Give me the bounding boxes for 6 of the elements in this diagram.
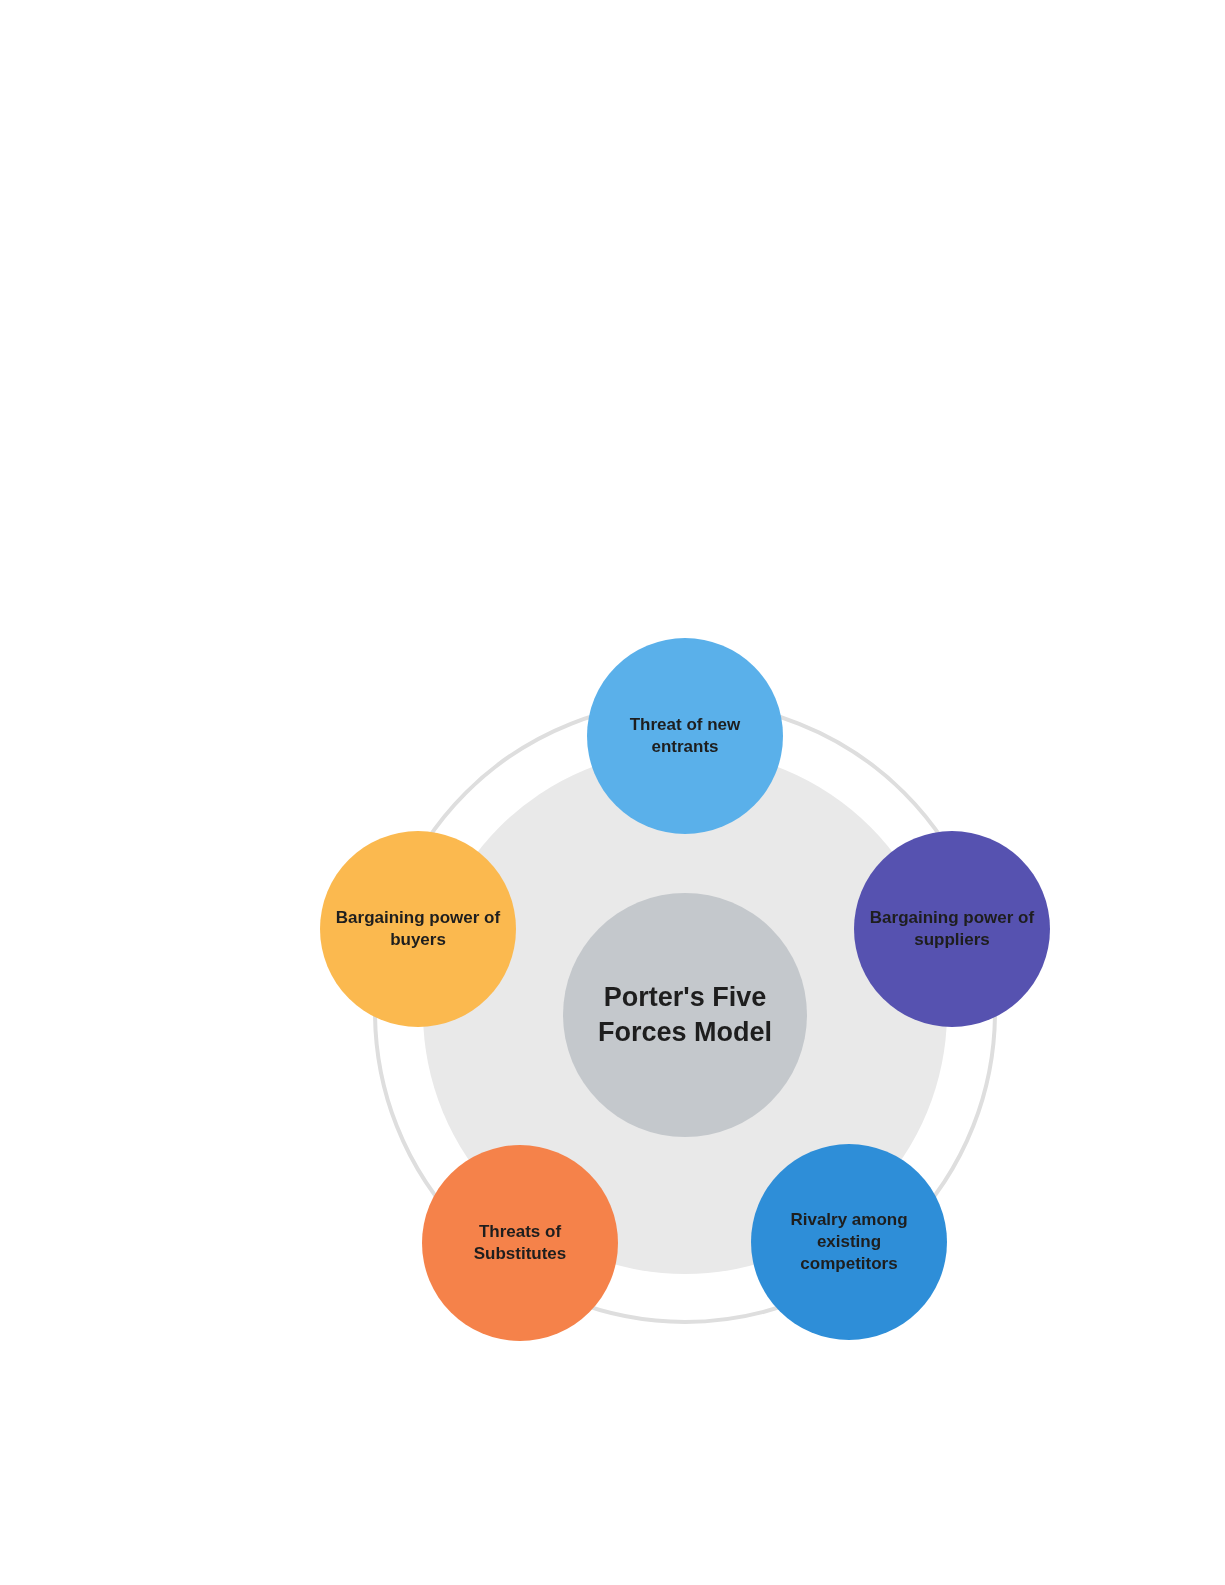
force-label: Rivalry among existing competitors	[789, 1208, 909, 1276]
force-label: Threat of new entrants	[628, 713, 742, 758]
force-label: Bargaining power of suppliers	[868, 906, 1036, 951]
force-label: Threats of Substitutes	[472, 1220, 568, 1265]
title-text: Porter's Five Forces Model	[596, 980, 773, 1049]
force-label: Bargaining power of buyers	[334, 906, 502, 951]
